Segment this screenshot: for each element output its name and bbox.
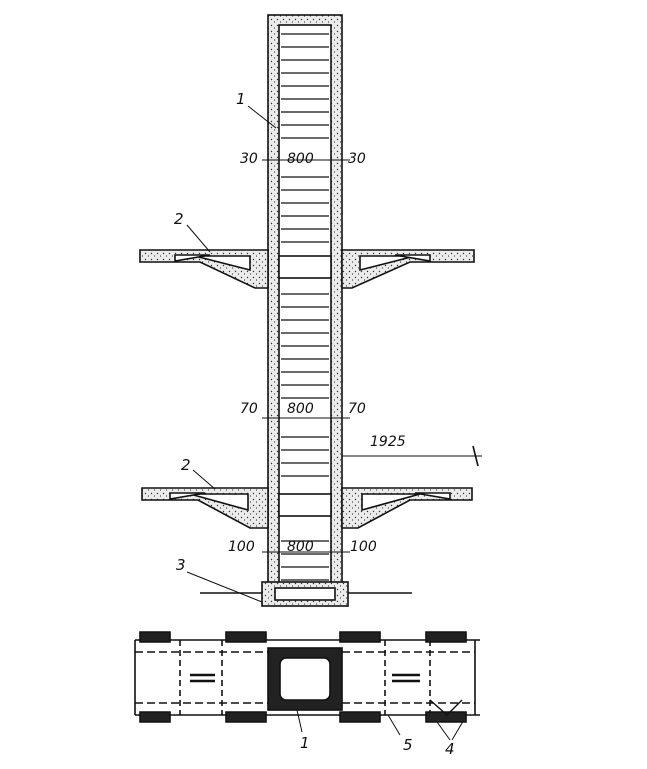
dimension-lines bbox=[262, 159, 482, 553]
callout-platform-upper: 2 bbox=[174, 210, 184, 228]
dim-middle-right: 70 bbox=[348, 401, 366, 417]
plan-shaft-inner bbox=[279, 657, 331, 701]
shaft-rungs bbox=[281, 33, 329, 581]
dim-bottom-right: 100 bbox=[350, 539, 377, 555]
callout-plan-bracing: 4 bbox=[445, 740, 455, 758]
callout-platform-lower: 2 bbox=[181, 456, 191, 474]
dim-top-left: 30 bbox=[240, 151, 258, 167]
dim-top-right: 30 bbox=[348, 151, 366, 167]
dim-bottom-center: 800 bbox=[287, 539, 314, 555]
foundation bbox=[200, 581, 412, 607]
platform-upper bbox=[139, 249, 475, 289]
callout-shaft: 1 bbox=[236, 90, 246, 108]
plan-view bbox=[134, 631, 480, 723]
dim-bottom-left: 100 bbox=[228, 539, 255, 555]
labels: 1 2 2 3 1 5 4 30 800 30 70 800 70 100 80… bbox=[174, 90, 455, 758]
callout-plan-frame: 5 bbox=[403, 736, 413, 754]
callout-foundation: 3 bbox=[176, 556, 186, 574]
platform-lower bbox=[141, 487, 473, 529]
dim-top-center: 800 bbox=[287, 151, 314, 167]
dim-middle-left: 70 bbox=[240, 401, 258, 417]
dim-middle-center: 800 bbox=[287, 401, 314, 417]
callout-plan-shaft: 1 bbox=[300, 734, 310, 752]
dim-span: 1925 bbox=[370, 434, 406, 450]
